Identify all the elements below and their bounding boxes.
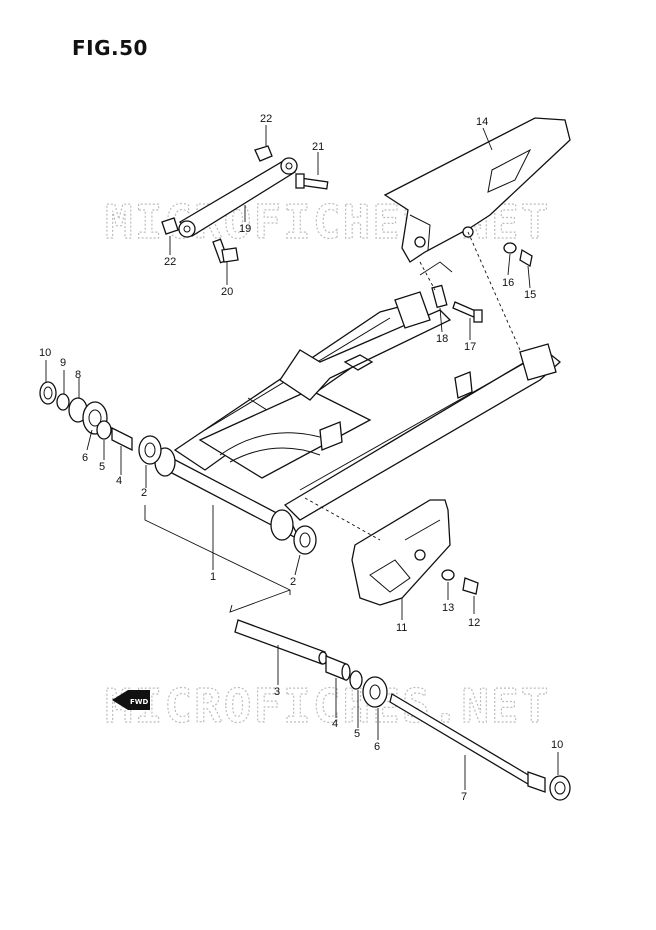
part-label-22: 22 (260, 113, 272, 125)
washer-13 (441, 569, 455, 581)
part-label-15: 15 (524, 289, 536, 301)
part-label-13: 13 (442, 602, 454, 614)
part-label-1: 1 (210, 571, 216, 583)
tie-rod (178, 157, 298, 238)
bearing-6 (362, 676, 388, 708)
bolt-12 (462, 577, 479, 595)
collar-4 (325, 655, 351, 681)
part-label-20: 20 (221, 286, 233, 298)
bolt-15 (519, 248, 533, 268)
part-label-14: 14 (476, 116, 488, 128)
bolt-17 (452, 301, 483, 323)
part-label-4: 4 (332, 718, 338, 730)
part-label-3: 3 (274, 686, 280, 698)
fwd-label: FWD (130, 698, 149, 706)
fwd-direction-badge: FWD (112, 690, 150, 710)
part-label-7: 7 (461, 791, 467, 803)
part-label-18: 18 (436, 333, 448, 345)
part-label-21: 21 (312, 141, 324, 153)
nut-22-bottom (161, 217, 179, 235)
chain-guard (351, 499, 451, 606)
part-label-4: 4 (116, 475, 122, 487)
leader-lines (45, 125, 559, 790)
part-labels: 1 2 2 3 4 4 5 5 6 6 7 8 9 10 10 11 12 13… (39, 113, 563, 803)
bolt-20 (212, 238, 239, 264)
part-label-5: 5 (354, 728, 360, 740)
nut-10-bottom (549, 775, 571, 801)
part-label-17: 17 (464, 341, 476, 353)
pivot-shaft-7 (389, 692, 546, 793)
part-label-2: 2 (290, 576, 296, 588)
pivot-hardware-left (39, 381, 162, 465)
watermark-bottom: MICROFICHES.NET (105, 679, 550, 733)
bolt-21 (295, 173, 329, 190)
upper-bracket (383, 117, 571, 263)
part-label-22: 22 (164, 256, 176, 268)
part-label-12: 12 (468, 617, 480, 629)
part-label-9: 9 (60, 357, 66, 369)
part-label-16: 16 (502, 277, 514, 289)
pin-18 (431, 284, 448, 309)
swingarm (154, 291, 562, 542)
bearing-2-right (293, 525, 317, 555)
assembly-lines (144, 231, 521, 613)
part-label-10: 10 (39, 347, 51, 359)
washer-5 (349, 670, 363, 690)
part-label-8: 8 (75, 369, 81, 381)
part-label-6: 6 (82, 452, 88, 464)
part-label-19: 19 (239, 223, 251, 235)
washer-16 (503, 242, 517, 254)
part-label-2: 2 (141, 487, 147, 499)
nut-22-top (254, 145, 273, 162)
pivot-sleeve-3 (234, 619, 328, 665)
part-label-10: 10 (551, 739, 563, 751)
figure-title: FIG.50 (72, 36, 148, 60)
part-label-5: 5 (99, 461, 105, 473)
part-label-11: 11 (396, 622, 407, 634)
part-label-6: 6 (374, 741, 380, 753)
